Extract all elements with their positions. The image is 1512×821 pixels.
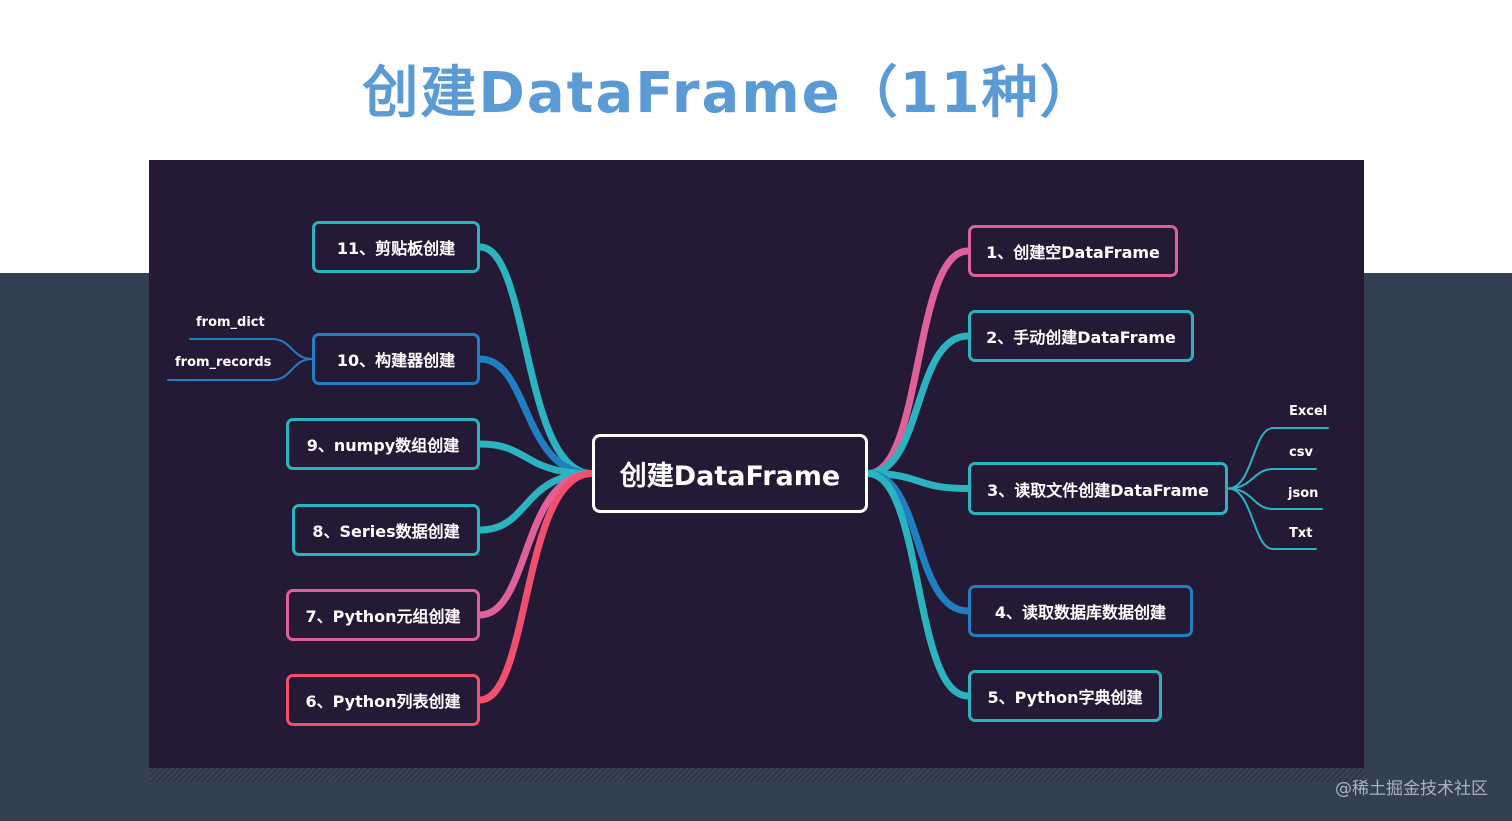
node-python-tuple[interactable]: 7、Python元组创建	[286, 589, 480, 641]
root-node[interactable]: 创建DataFrame	[592, 434, 868, 513]
leaf-line-file-2	[1227, 468, 1317, 490]
node-series[interactable]: 8、Series数据创建	[292, 504, 480, 556]
leaf-line-builder-2	[167, 358, 313, 381]
connector-left-1	[476, 243, 596, 477]
node-python-dict[interactable]: 5、Python字典创建	[968, 670, 1162, 722]
leaf-line-file-4	[1227, 487, 1317, 550]
leaf-line-file-3	[1227, 487, 1323, 510]
node-read-database[interactable]: 4、读取数据库数据创建	[968, 585, 1193, 637]
leaf-csv: csv	[1289, 445, 1313, 460]
page-title: 创建DataFrame（11种）	[362, 61, 1098, 126]
node-read-file[interactable]: 3、读取文件创建DataFrame	[968, 462, 1228, 515]
leaf-from-records: from_records	[175, 355, 272, 370]
watermark: @稀土掘金技术社区	[1335, 779, 1488, 799]
node-python-list[interactable]: 6、Python列表创建	[286, 674, 480, 726]
leaf-line-builder-1	[189, 338, 313, 360]
node-clipboard[interactable]: 11、剪贴板创建	[312, 221, 480, 273]
node-manual-create[interactable]: 2、手动创建DataFrame	[968, 310, 1194, 362]
connector-right-3	[864, 470, 972, 492]
leaf-txt: Txt	[1289, 526, 1313, 541]
connector-right-1	[864, 247, 972, 477]
node-builder[interactable]: 10、构建器创建	[312, 333, 480, 385]
connector-left-6	[476, 470, 596, 704]
node-numpy-array[interactable]: 9、numpy数组创建	[286, 418, 480, 470]
leaf-line-file-1	[1227, 427, 1329, 490]
connector-right-5	[864, 470, 972, 700]
connector-left-2	[476, 355, 596, 477]
panel-shadow	[149, 768, 1364, 782]
leaf-excel: Excel	[1289, 404, 1328, 419]
leaf-json: json	[1288, 486, 1319, 501]
connector-right-2	[864, 332, 972, 477]
node-create-empty[interactable]: 1、创建空DataFrame	[968, 225, 1178, 277]
leaf-from-dict: from_dict	[196, 315, 265, 330]
